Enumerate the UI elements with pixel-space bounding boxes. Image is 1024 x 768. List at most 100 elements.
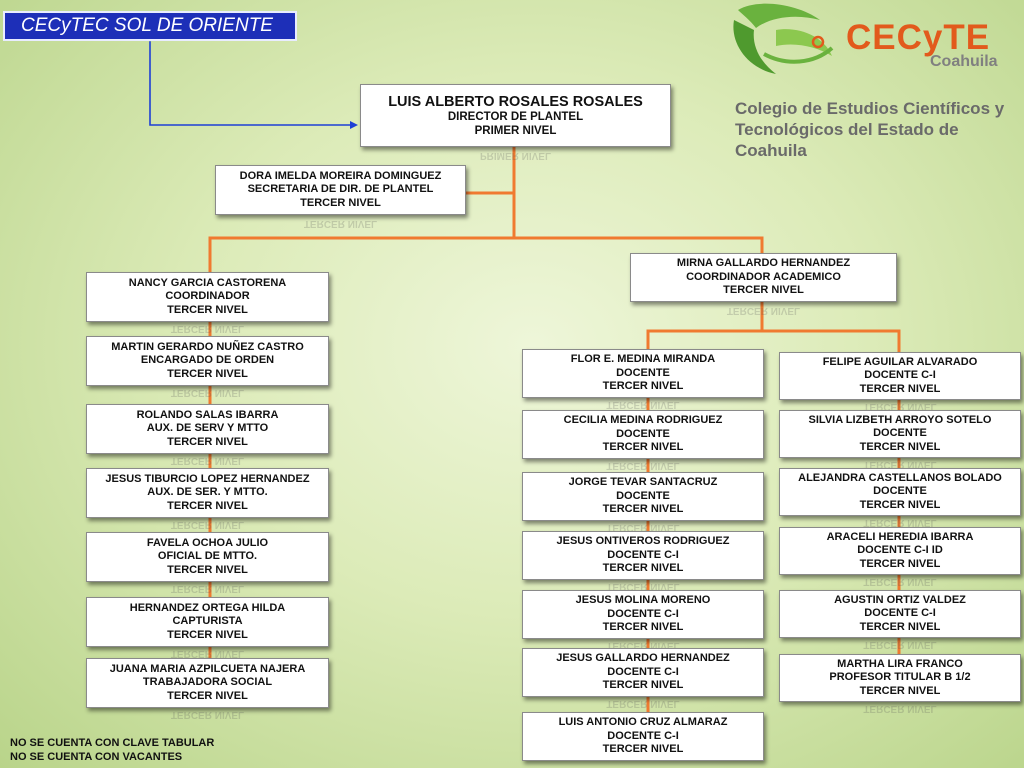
academic-name: MIRNA GALLARDO HERNANDEZ bbox=[676, 257, 851, 270]
person-role: DOCENTE C-I ID bbox=[857, 544, 943, 557]
person-level: TERCER NIVEL bbox=[859, 382, 941, 395]
institution-line-1: Colegio de Estudios Científicos y bbox=[735, 99, 1005, 118]
person-role: DOCENTE C-I bbox=[607, 607, 679, 620]
person-role: DOCENTE bbox=[616, 366, 670, 379]
note-1: NO SE CUENTA CON CLAVE TABULAR bbox=[10, 737, 215, 749]
person-level: TERCER NIVEL bbox=[602, 380, 684, 393]
footnotes: NO SE CUENTA CON CLAVE TABULAR NO SE CUE… bbox=[10, 737, 214, 764]
cecyte-logo-icon bbox=[733, 3, 834, 74]
person-role: ENCARGADO DE ORDEN bbox=[140, 354, 275, 367]
person-level: TERCER NIVEL bbox=[859, 440, 941, 453]
person-level: TERCER NIVEL bbox=[167, 628, 248, 641]
person-level: TERCER NIVEL bbox=[167, 689, 248, 702]
person-level: TERCER NIVEL bbox=[859, 620, 941, 633]
academic-coordinator-box: MIRNA GALLARDO HERNANDEZ COORDINADOR ACA… bbox=[630, 253, 897, 302]
person-name: ALEJANDRA CASTELLANOS BOLADO bbox=[798, 471, 1002, 484]
person-role: OFICIAL DE MTTO. bbox=[157, 550, 258, 563]
person-name: JORGE TEVAR SANTACRUZ bbox=[568, 476, 718, 489]
secretary-reflection: TERCER NIVEL bbox=[303, 220, 378, 229]
box-reflection: TERCER NIVEL bbox=[170, 711, 245, 720]
person-name: MARTHA LIRA FRANCO bbox=[837, 657, 963, 670]
director-reflection: PRIMER NIVEL bbox=[479, 152, 552, 161]
person-level: TERCER NIVEL bbox=[859, 684, 941, 697]
arrow-head bbox=[350, 121, 358, 129]
person-level: TERCER NIVEL bbox=[167, 435, 248, 448]
person-level: TERCER NIVEL bbox=[602, 562, 684, 575]
person-role: TRABAJADORA SOCIAL bbox=[142, 676, 273, 689]
secretary-level: TERCER NIVEL bbox=[300, 196, 381, 209]
person-role: DOCENTE C-I bbox=[607, 548, 679, 561]
person-level: TERCER NIVEL bbox=[602, 441, 684, 454]
person-name: SILVIA LIZBETH ARROYO SOTELO bbox=[808, 413, 992, 426]
person-level: TERCER NIVEL bbox=[602, 503, 684, 516]
person-name: FLOR E. MEDINA MIRANDA bbox=[570, 353, 716, 366]
person-level: TERCER NIVEL bbox=[167, 303, 248, 316]
person-name: ROLANDO SALAS IBARRA bbox=[136, 408, 279, 421]
person-name: NANCY GARCIA CASTORENA bbox=[128, 276, 287, 289]
academic-level: TERCER NIVEL bbox=[723, 284, 804, 297]
person-role: DOCENTE bbox=[616, 489, 670, 502]
box-reflection: TERCER NIVEL bbox=[170, 585, 245, 594]
person-name: JESUS TIBURCIO LOPEZ HERNANDEZ bbox=[105, 472, 310, 485]
person-role: DOCENTE bbox=[616, 427, 670, 440]
director-box: LUIS ALBERTO ROSALES ROSALES DIRECTOR DE… bbox=[360, 84, 671, 147]
person-name: AGUSTIN ORTIZ VALDEZ bbox=[834, 593, 966, 606]
box-reflection: TERCER NIVEL bbox=[863, 578, 937, 587]
person-name: MARTIN GERARDO NUÑEZ CASTRO bbox=[111, 340, 304, 353]
person-name: LUIS ANTONIO CRUZ ALMARAZ bbox=[558, 716, 728, 729]
logo-wordmark: CECyTE bbox=[846, 18, 991, 57]
person-role: PROFESOR TITULAR B 1/2 bbox=[829, 671, 971, 684]
title-arrow bbox=[149, 41, 353, 126]
logo-region: Coahuila bbox=[930, 53, 998, 70]
director-name: LUIS ALBERTO ROSALES ROSALES bbox=[388, 94, 643, 110]
box-reflection: TERCER NIVEL bbox=[170, 325, 245, 334]
page-title: CECyTEC SOL DE ORIENTE bbox=[3, 11, 297, 41]
person-role: AUX. DE SER. Y MTTO. bbox=[147, 486, 268, 499]
person-role: DOCENTE C-I bbox=[607, 729, 679, 742]
person-role: DOCENTE bbox=[873, 427, 927, 440]
person-role: DOCENTE C-I bbox=[864, 607, 936, 620]
institution-line-2: Tecnológicos del Estado de Coahuila bbox=[735, 120, 959, 160]
box-reflection: TERCER NIVEL bbox=[170, 521, 245, 530]
institution-name: Colegio de Estudios Científicos y Tecnol… bbox=[735, 98, 1020, 161]
person-name: JESUS ONTIVEROS RODRIGUEZ bbox=[556, 535, 730, 548]
academic-role: COORDINADOR ACADEMICO bbox=[686, 270, 841, 283]
person-name: FELIPE AGUILAR ALVARADO bbox=[822, 355, 978, 368]
director-level: PRIMER NIVEL bbox=[474, 124, 557, 137]
person-role: DOCENTE bbox=[873, 485, 927, 498]
person-level: TERCER NIVEL bbox=[167, 499, 248, 512]
person-level: TERCER NIVEL bbox=[167, 367, 248, 380]
person-role: DOCENTE C-I bbox=[864, 369, 936, 382]
person-name: JESUS MOLINA MORENO bbox=[575, 594, 711, 607]
box-reflection: TERCER NIVEL bbox=[170, 389, 245, 398]
person-level: TERCER NIVEL bbox=[602, 621, 684, 634]
director-role: DIRECTOR DE PLANTEL bbox=[447, 111, 584, 123]
secretary-box: DORA IMELDA MOREIRA DOMINGUEZ SECRETARIA… bbox=[215, 165, 466, 215]
person-level: TERCER NIVEL bbox=[602, 743, 684, 756]
box-reflection: TERCER NIVEL bbox=[170, 457, 245, 466]
box-reflection: TERCER NIVEL bbox=[863, 641, 937, 650]
person-role: AUX. DE SERV Y MTTO bbox=[146, 422, 269, 435]
person-name: JUANA MARIA AZPILCUETA NAJERA bbox=[109, 662, 306, 675]
person-name: ARACELI HEREDIA IBARRA bbox=[826, 530, 974, 543]
person-level: TERCER NIVEL bbox=[167, 563, 248, 576]
academic-reflection: TERCER NIVEL bbox=[726, 307, 801, 316]
